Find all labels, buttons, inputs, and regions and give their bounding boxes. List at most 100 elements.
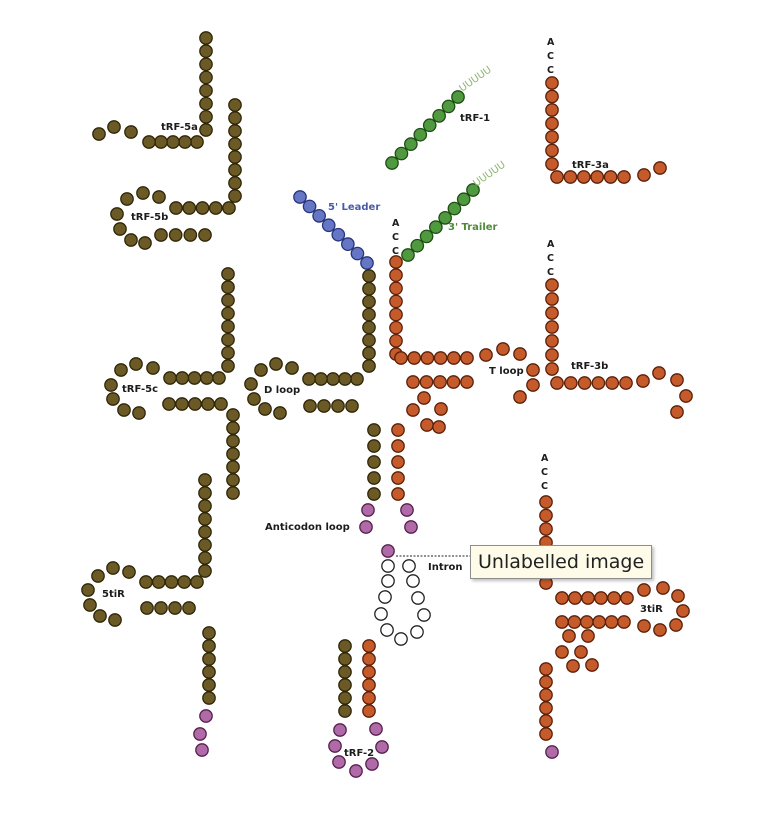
5tir-nucleotide bbox=[198, 486, 212, 500]
5tir-nucleotide bbox=[81, 583, 95, 597]
trf2-nucleotide bbox=[365, 757, 379, 771]
label-intron: Intron bbox=[428, 562, 463, 573]
label-5tir: 5tiR bbox=[102, 589, 125, 600]
trf5b-nucleotide bbox=[154, 228, 168, 242]
5tir-nucleotide bbox=[198, 564, 212, 578]
intron-nucleotide bbox=[381, 559, 395, 573]
3tir-nucleotide bbox=[607, 591, 621, 605]
acc-letter: C bbox=[541, 481, 548, 492]
acceptor-stem-nucleotide bbox=[389, 281, 403, 296]
d-arm-nucleotide bbox=[258, 402, 272, 416]
label-trf5c: tRF-5c bbox=[122, 384, 158, 395]
trf5c-nucleotide bbox=[226, 486, 240, 500]
trf5b-nucleotide bbox=[228, 163, 242, 177]
trf3b-nucleotide bbox=[636, 374, 650, 388]
anticodon-loop-nucleotide bbox=[361, 503, 375, 517]
acc-letter: C bbox=[547, 253, 554, 264]
trf5c-nucleotide bbox=[221, 267, 235, 281]
anticodon-stem-nucleotide bbox=[367, 423, 381, 437]
trf5b-nucleotide bbox=[228, 98, 242, 112]
trf3b-nucleotide bbox=[545, 334, 559, 348]
5tir-nucleotide bbox=[198, 512, 212, 526]
3tir-nucleotide bbox=[669, 618, 683, 632]
anticodon-stem-nucleotide bbox=[391, 423, 405, 437]
trf5c-nucleotide bbox=[163, 371, 177, 385]
anticodon-stem-nucleotide bbox=[391, 455, 405, 469]
acceptor-stem-nucleotide bbox=[362, 269, 376, 283]
acc-letter: A bbox=[541, 453, 549, 464]
trf5b-nucleotide bbox=[110, 207, 124, 221]
trf5c-nucleotide bbox=[212, 371, 226, 385]
trailer-nucleotide bbox=[429, 220, 443, 234]
trf5c-nucleotide bbox=[226, 408, 240, 422]
d-arm-nucleotide bbox=[285, 361, 299, 375]
trf3b-nucleotide bbox=[619, 376, 633, 390]
trf5a-nucleotide bbox=[142, 135, 156, 149]
anticodon-stem-nucleotide bbox=[391, 487, 405, 501]
trf5c-nucleotide bbox=[226, 473, 240, 487]
d-arm-nucleotide bbox=[331, 399, 345, 413]
intron-nucleotide bbox=[406, 574, 420, 588]
label-3-trailer: 3' Trailer bbox=[448, 222, 498, 233]
acceptor-stem-nucleotide bbox=[389, 307, 403, 322]
anticodon-stem-nucleotide bbox=[367, 439, 381, 453]
d-arm-nucleotide bbox=[244, 377, 258, 391]
3tir-nucleotide bbox=[656, 581, 670, 595]
trf5c-nucleotide bbox=[221, 346, 235, 360]
trf5b-nucleotide bbox=[120, 192, 134, 206]
3tir-nucleotide bbox=[555, 591, 569, 605]
trf3b-nucleotide bbox=[545, 292, 559, 306]
trf5b-nucleotide bbox=[136, 186, 150, 200]
trf5c-nucleotide bbox=[175, 371, 190, 385]
trf1-nucleotide bbox=[394, 146, 409, 161]
intron-nucleotide bbox=[417, 608, 431, 622]
trf1-nucleotide bbox=[385, 156, 399, 170]
t-arm-nucleotide bbox=[433, 351, 448, 365]
anticodon-loop-nucleotide bbox=[381, 544, 395, 558]
t-arm-nucleotide bbox=[526, 378, 540, 392]
acc-tail-3tir: A C C bbox=[541, 453, 549, 492]
3tir-nucleotide bbox=[555, 645, 569, 659]
d-arm-nucleotide bbox=[302, 372, 316, 386]
trf3b-nucleotide bbox=[577, 376, 592, 390]
trf5b-nucleotide bbox=[138, 236, 152, 250]
trf3a-nucleotide bbox=[617, 170, 631, 184]
trf5c-nucleotide bbox=[175, 397, 189, 411]
trf5c-nucleotide bbox=[221, 293, 235, 308]
trf3a-nucleotide bbox=[576, 170, 591, 184]
trf5c-nucleotide bbox=[129, 357, 143, 371]
acceptor-stem-nucleotide bbox=[362, 333, 376, 348]
trf3a-nucleotide bbox=[637, 168, 651, 182]
3tir-nucleotide bbox=[545, 745, 559, 759]
5tir-nucleotide bbox=[164, 575, 179, 589]
t-arm-nucleotide bbox=[432, 420, 446, 434]
trf5c-nucleotide bbox=[226, 460, 240, 474]
acc-letter: C bbox=[392, 246, 399, 257]
trf5c-nucleotide bbox=[221, 332, 235, 347]
trf2-nucleotide bbox=[362, 678, 376, 692]
intron-nucleotide bbox=[380, 623, 394, 637]
t-arm-nucleotide bbox=[406, 375, 420, 389]
leader-nucleotide bbox=[341, 237, 355, 251]
anticodon-loop-nucleotide bbox=[359, 520, 373, 534]
3tir-nucleotide bbox=[620, 591, 634, 605]
trf5c-nucleotide bbox=[221, 306, 235, 321]
trf3a-nucleotide bbox=[545, 103, 559, 117]
acc-letter: A bbox=[392, 218, 400, 229]
d-arm-nucleotide bbox=[303, 399, 317, 413]
t-arm-nucleotide bbox=[479, 348, 493, 362]
trf5b-nucleotide bbox=[222, 201, 236, 215]
label-trf5a: tRF-5a bbox=[161, 122, 198, 133]
t-arm-nucleotide bbox=[460, 351, 474, 365]
d-arm-nucleotide bbox=[247, 392, 261, 406]
acceptor-stem-nucleotide bbox=[362, 320, 376, 335]
5tir-nucleotide bbox=[122, 565, 136, 579]
trf5b-nucleotide bbox=[152, 190, 166, 204]
label-trf2: tRF-2 bbox=[344, 748, 374, 759]
5tir-nucleotide bbox=[91, 569, 105, 583]
d-arm-nucleotide bbox=[345, 399, 359, 413]
d-arm-nucleotide bbox=[317, 399, 331, 413]
5tir-nucleotide bbox=[139, 575, 153, 589]
3tir-nucleotide bbox=[539, 508, 553, 523]
